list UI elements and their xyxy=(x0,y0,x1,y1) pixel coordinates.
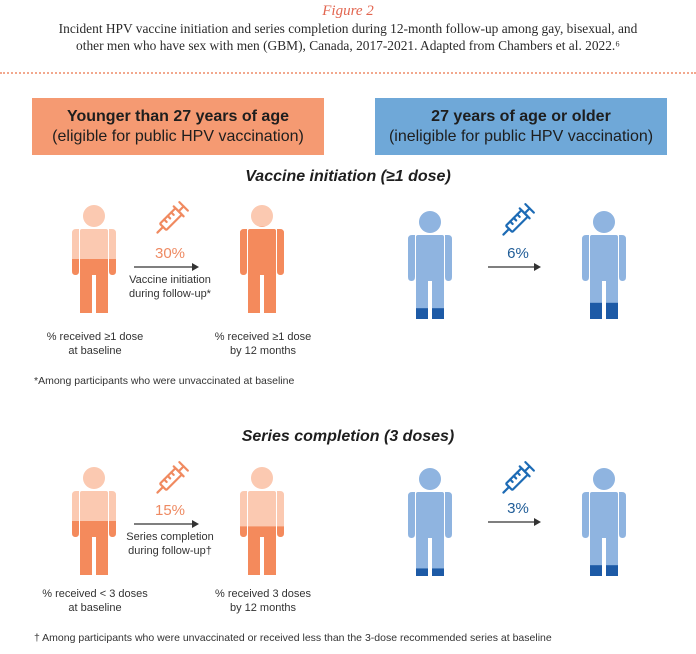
initiation-young-end-label: % received ≥1 dose by 12 months xyxy=(198,330,328,358)
syringe-icon xyxy=(156,201,189,234)
arrow-icon xyxy=(134,263,199,271)
person-icon xyxy=(72,205,116,313)
completion-young-baseline-label: % received < 3 doses at baseline xyxy=(26,587,164,615)
initiation-arrow-label-line-1: Vaccine initiation xyxy=(129,274,211,286)
initiation-end-label-line-2: by 12 months xyxy=(229,345,297,357)
arrow-icon xyxy=(488,263,541,271)
initiation-young-baseline-label: % received ≥1 dose at baseline xyxy=(30,330,160,358)
syringe-icon xyxy=(156,461,189,494)
person-icon xyxy=(582,211,626,319)
younger-group-subtitle: (eligible for public HPV vaccination) xyxy=(52,127,304,145)
figure-caption: Incident HPV vaccine initiation and seri… xyxy=(18,20,678,54)
older-group-subtitle: (ineligible for public HPV vaccination) xyxy=(388,127,654,145)
initiation-footnote: *Among participants who were unvaccinate… xyxy=(34,375,295,387)
older-group-title: 27 years of age or older xyxy=(431,107,611,125)
syringe-icon xyxy=(502,203,535,236)
person-icon xyxy=(582,468,626,576)
completion-footnote: † Among participants who were unvaccinat… xyxy=(34,632,552,644)
caption-line-1: Incident HPV vaccine initiation and seri… xyxy=(58,21,638,36)
completion-title: Series completion (3 doses) xyxy=(241,428,455,445)
younger-group-title: Younger than 27 years of age xyxy=(67,107,289,125)
initiation-baseline-label-line-2: at baseline xyxy=(68,345,122,357)
divider xyxy=(0,72,696,74)
completion-baseline-label-line-1: % received < 3 doses xyxy=(42,588,148,600)
initiation-baseline-label-line-1: % received ≥1 dose xyxy=(46,331,144,343)
initiation-old-percent: 6% xyxy=(507,245,529,262)
completion-end-label-line-1: % received 3 doses xyxy=(215,588,311,600)
person-icon xyxy=(72,467,116,575)
initiation-arrow-label-line-2: during follow-up* xyxy=(129,288,211,300)
younger-group-header: Younger than 27 years of age (eligible f… xyxy=(32,98,324,155)
completion-baseline-label-line-2: at baseline xyxy=(68,602,122,614)
completion-young-percent: 15% xyxy=(154,502,186,519)
completion-young-end-label: % received 3 doses by 12 months xyxy=(196,587,330,615)
arrow-icon xyxy=(488,518,541,526)
person-icon xyxy=(408,468,452,576)
completion-young-arrow-label: Series completion during follow-up† xyxy=(120,530,220,558)
person-icon xyxy=(240,205,284,313)
completion-old-percent: 3% xyxy=(507,500,529,517)
initiation-title: Vaccine initiation (≥1 dose) xyxy=(245,168,451,185)
caption-line-2: other men who have sex with men (GBM), C… xyxy=(76,38,620,53)
initiation-young-percent: 30% xyxy=(154,245,186,262)
older-group-header: 27 years of age or older (ineligible for… xyxy=(375,98,667,155)
syringe-icon xyxy=(502,461,535,494)
arrow-icon xyxy=(134,520,199,528)
figure-label: Figure 2 xyxy=(322,3,374,19)
completion-arrow-label-line-2: during follow-up† xyxy=(128,545,212,557)
completion-end-label-line-2: by 12 months xyxy=(229,602,297,614)
completion-arrow-label-line-1: Series completion xyxy=(126,531,214,543)
person-icon xyxy=(408,211,452,319)
person-icon xyxy=(240,467,284,575)
initiation-end-label-line-1: % received ≥1 dose xyxy=(214,331,312,343)
initiation-young-arrow-label: Vaccine initiation during follow-up* xyxy=(120,273,220,301)
